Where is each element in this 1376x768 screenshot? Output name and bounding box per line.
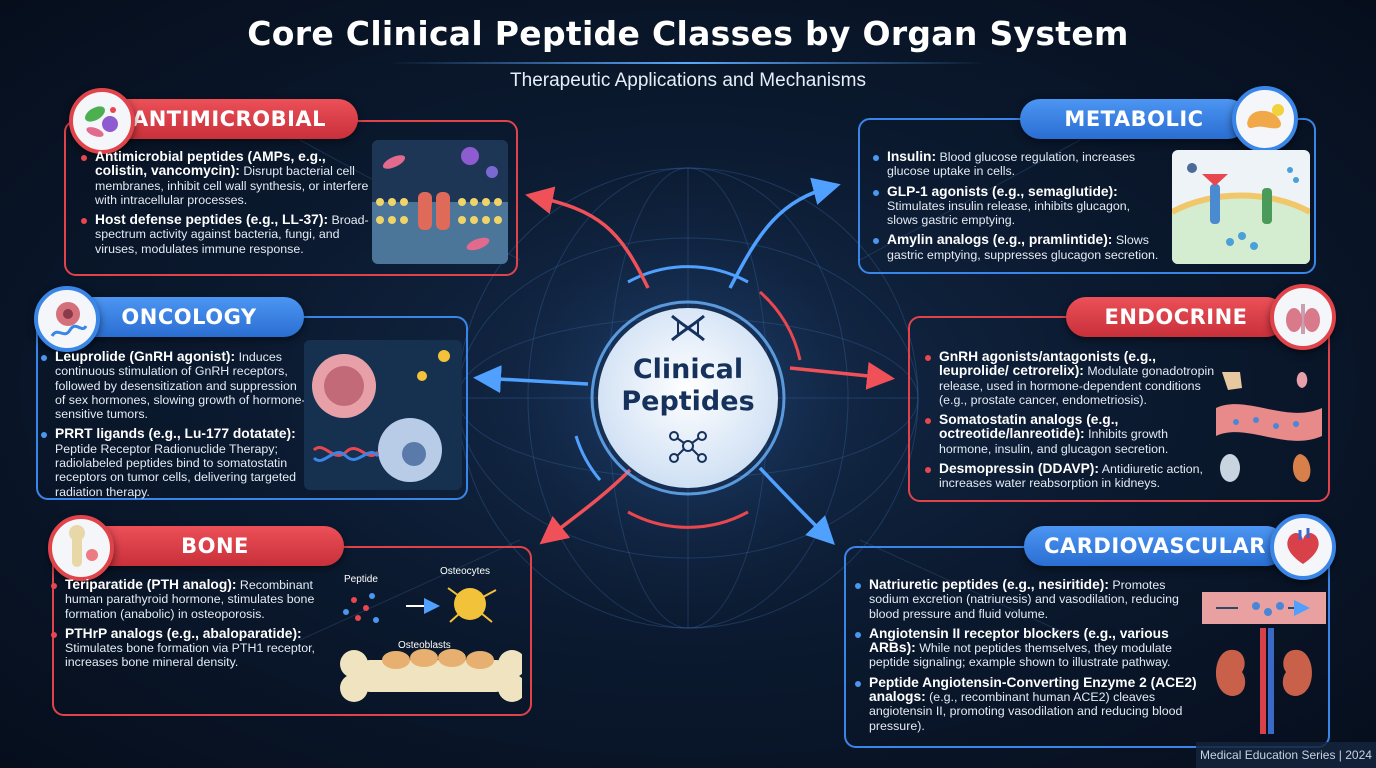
- cell-receptor-illustration: [1172, 150, 1310, 264]
- kidney-vessel-illustration: [1202, 584, 1326, 734]
- osteocytes-label: Osteocytes: [440, 566, 491, 577]
- center-hub: Clinical Peptides: [588, 298, 788, 498]
- title-underline: [388, 62, 988, 64]
- list-item: PTHrP analogs (e.g., abaloparatide): Sti…: [50, 626, 334, 670]
- blood-vessel-illustration: [1216, 364, 1322, 492]
- tumor-illustration: [304, 340, 462, 490]
- antimicrobial-list: Antimicrobial peptides (AMPs, e.g., coli…: [80, 149, 370, 262]
- bacteria-icon: [69, 88, 135, 154]
- tumor-cell-icon: [34, 286, 100, 352]
- list-item: PRRT ligands (e.g., Lu-177 dotatate): Pe…: [40, 427, 306, 499]
- endocrine-title: ENDOCRINE: [1066, 297, 1286, 337]
- list-item: Angiotensin II receptor blockers (e.g., …: [854, 626, 1202, 670]
- bone-list: Teriparatide (PTH analog): Recombinant h…: [50, 577, 334, 676]
- dna-icon: [671, 314, 705, 342]
- page-title: Core Clinical Peptide Classes by Organ S…: [247, 14, 1129, 53]
- oncology-title: ONCOLOGY: [74, 297, 304, 337]
- page-subtitle: Therapeutic Applications and Mechanisms: [510, 70, 866, 91]
- footer-credit: Medical Education Series | 2024: [1196, 742, 1376, 768]
- hub-circle: [590, 300, 786, 496]
- list-item: Insulin: Blood glucose regulation, incre…: [872, 149, 1162, 179]
- molecule-icon: [669, 431, 707, 463]
- list-item: Antimicrobial peptides (AMPs, e.g., coli…: [80, 149, 370, 207]
- thyroid-icon: [1270, 284, 1336, 350]
- antimicrobial-title: ANTIMICROBIAL: [100, 99, 358, 139]
- list-item: Teriparatide (PTH analog): Recombinant h…: [50, 577, 334, 621]
- list-item: Peptide Angiotensin-Converting Enzyme 2 …: [854, 675, 1202, 733]
- list-item: GnRH agonists/antagonists (e.g., leuprol…: [924, 349, 1216, 407]
- list-item: Desmopressin (DDAVP): Antidiuretic actio…: [924, 461, 1216, 491]
- bone-formation-illustration: Peptide Osteocytes Osteoblasts: [336, 560, 522, 706]
- list-item: Host defense peptides (e.g., LL-37): Bro…: [80, 213, 370, 256]
- pancreas-icon: [1232, 86, 1298, 152]
- metabolic-list: Insulin: Blood glucose regulation, incre…: [872, 149, 1162, 268]
- endocrine-list: GnRH agonists/antagonists (e.g., leuprol…: [924, 349, 1216, 497]
- list-item: Leuprolide (GnRH agonist): Induces conti…: [40, 349, 306, 421]
- bone-title: BONE: [86, 526, 344, 566]
- metabolic-title: METABOLIC: [1020, 99, 1248, 139]
- membrane-illustration: [372, 140, 508, 264]
- oncology-list: Leuprolide (GnRH agonist): Induces conti…: [40, 349, 306, 505]
- list-item: GLP-1 agonists (e.g., semaglutide): Stim…: [872, 184, 1162, 228]
- bone-joint-icon: [48, 515, 114, 581]
- osteoblasts-label: Osteoblasts: [398, 640, 451, 651]
- cardiovascular-title: CARDIOVASCULAR: [1024, 526, 1286, 566]
- peptide-label: Peptide: [344, 574, 378, 585]
- cardiovascular-list: Natriuretic peptides (e.g., nesiritide):…: [854, 577, 1202, 739]
- center-label: Clinical Peptides: [621, 354, 755, 417]
- heart-icon: [1270, 514, 1336, 580]
- list-item: Somatostatin analogs (e.g., octreotide/l…: [924, 412, 1216, 456]
- list-item: Amylin analogs (e.g., pramlintide): Slow…: [872, 233, 1162, 262]
- list-item: Natriuretic peptides (e.g., nesiritide):…: [854, 577, 1202, 621]
